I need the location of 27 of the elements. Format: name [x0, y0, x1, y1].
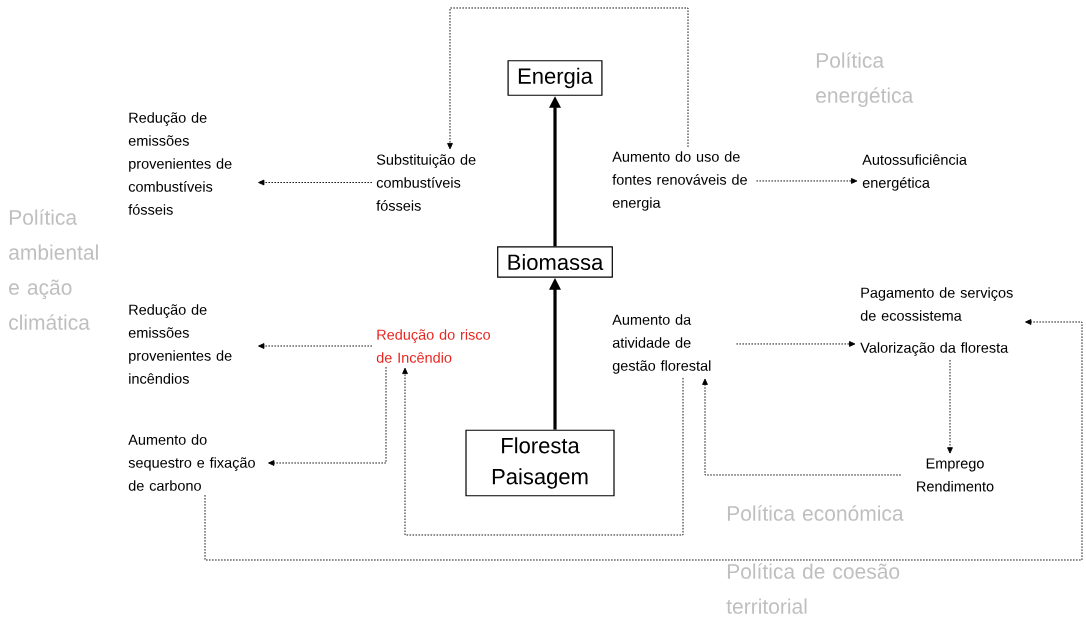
arrow — [702, 378, 902, 476]
arrow — [258, 179, 373, 186]
concept-label: Aumento do sequestro e fixação de carbono — [128, 434, 255, 491]
arrow — [947, 359, 953, 454]
concept-label: Redução de emissões provenientes de combustíveis fósseis — [128, 112, 232, 215]
policy-label: Política energética — [816, 52, 914, 107]
concept-label: Emprego Rendimento — [917, 458, 994, 492]
concept-label: Pagamento de serviços de ecossistema Valorização da floresta — [860, 287, 1013, 356]
policy-label: Política de coesão territorial — [726, 563, 900, 614]
concept-box: Biomassa — [497, 246, 613, 278]
concept-box: Energia — [507, 60, 603, 96]
concept-box: Floresta Paisagem — [465, 429, 615, 497]
concept-label: Autossuficiência energética — [862, 154, 967, 191]
concept-label: Redução do risco de Incêndio — [376, 329, 491, 363]
concept-label: Substituição de combustíveis fósseis — [376, 154, 476, 211]
arrow — [735, 341, 856, 347]
concept-label: Aumento do uso de fontes renováveis de energia — [612, 151, 747, 211]
arrow — [755, 178, 858, 184]
arrow — [268, 366, 387, 466]
concept-label: Aumento da atividade de gestão florestal — [612, 314, 711, 374]
concept-label: Redução de emissões provenientes de incêndios — [128, 304, 232, 384]
arrow — [258, 343, 373, 349]
policy-label: Política ambiental e ação climática — [9, 209, 98, 330]
arrow — [447, 7, 689, 150]
arrow — [204, 319, 1083, 561]
arrow — [402, 367, 684, 536]
policy-label: Política económica — [727, 505, 904, 521]
